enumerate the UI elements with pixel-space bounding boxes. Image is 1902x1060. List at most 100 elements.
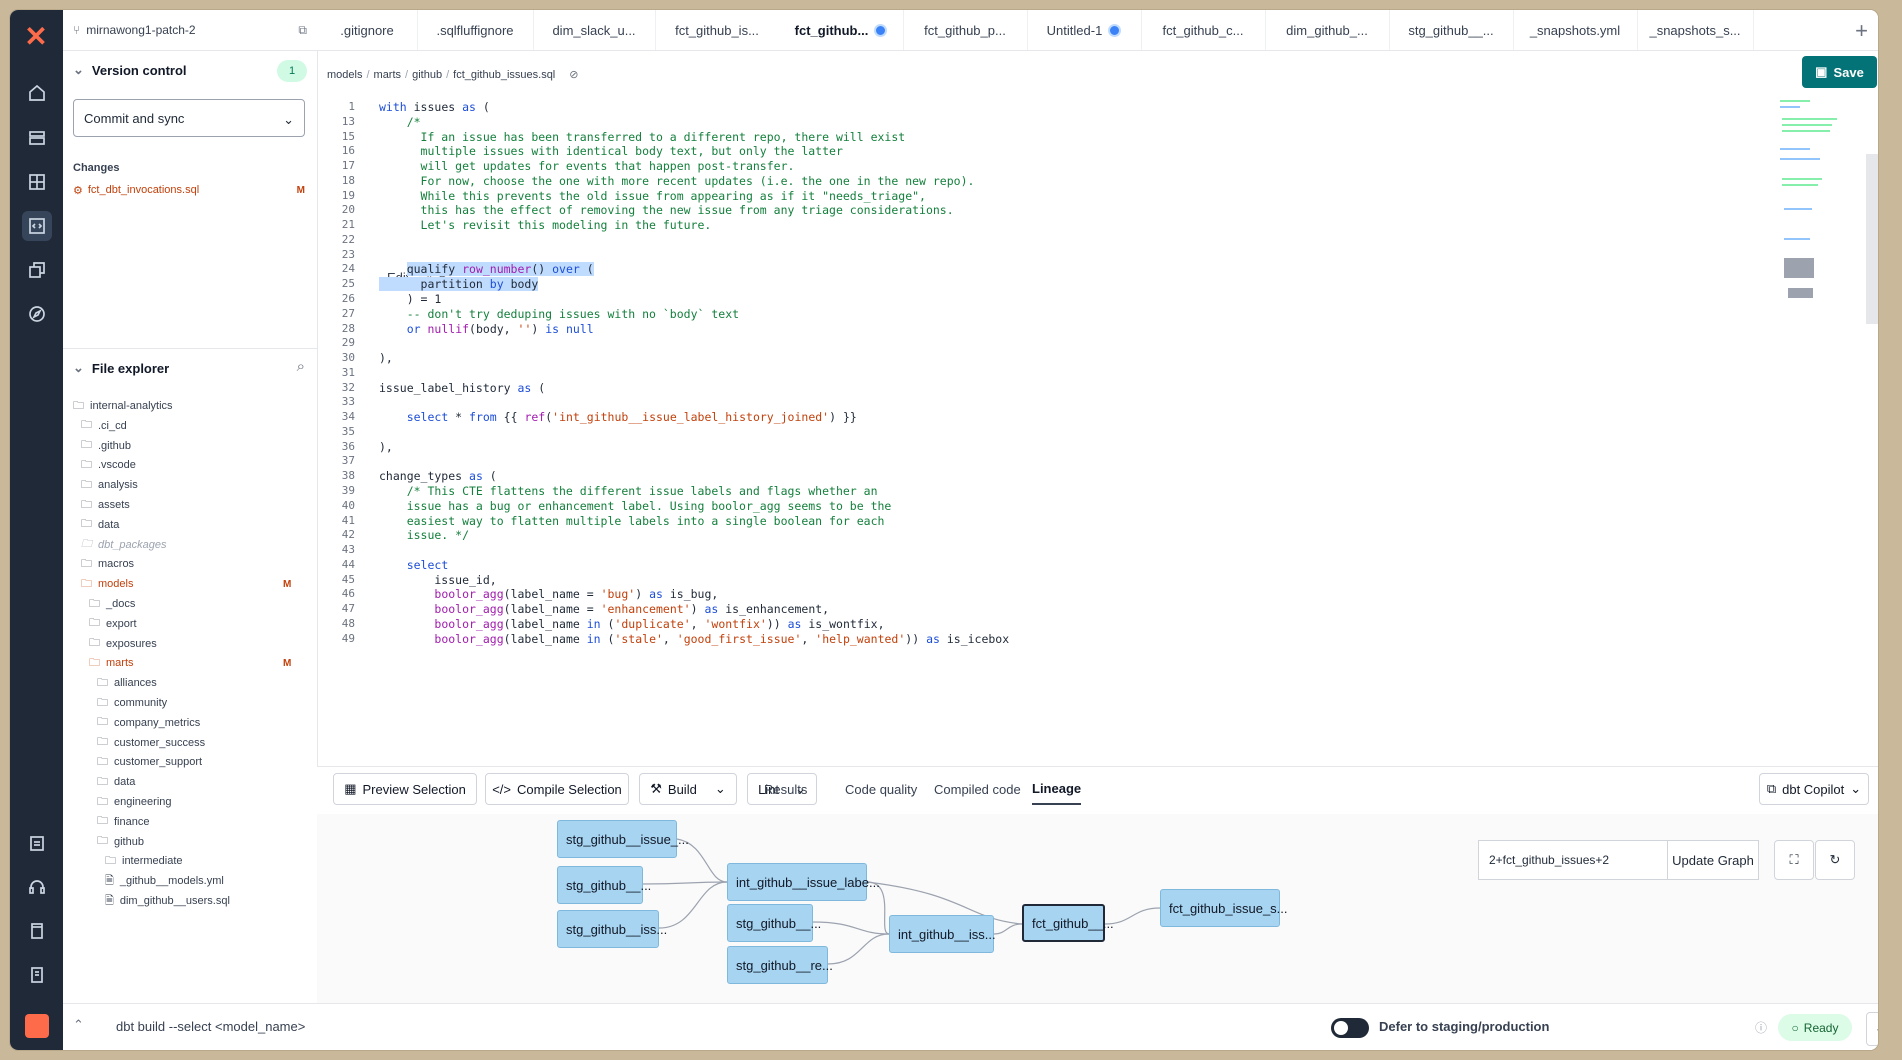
lineage-node[interactable]: stg_github__... [727,904,813,942]
editor-minimap[interactable] [1778,98,1858,318]
editor-tab[interactable]: stg_github__... [1389,10,1514,50]
command-input[interactable]: dbt build --select <model_name> [116,1019,305,1034]
breadcrumb-item[interactable]: marts [374,69,402,81]
tree-folder[interactable]: 🗀finance [97,812,149,832]
code-line[interactable]: with issues as ( [379,100,490,114]
tree-folder[interactable]: 🗀assets [81,495,130,515]
tree-folder[interactable]: 🗀customer_success [97,733,205,753]
tree-folder[interactable]: 🗀modelsM [81,574,133,594]
code-line[interactable]: issue has a bug or enhancement label. Us… [379,499,891,513]
book-icon[interactable] [22,916,52,946]
branch-name[interactable]: mirnawong1-patch-2 [86,23,195,37]
lineage-node[interactable]: stg_github__re... [727,946,828,984]
bottom-tab[interactable]: Results [764,773,807,805]
refresh-icon[interactable]: ↻ [1815,840,1855,880]
dbt-copilot-button[interactable]: ⧉dbt Copilot⌄ [1759,773,1869,805]
user-avatar[interactable] [25,1014,49,1038]
editor-tab[interactable]: .sqlfluffignore [417,10,534,50]
code-line[interactable]: boolor_agg(label_name = 'enhancement') a… [379,602,829,616]
code-line[interactable]: change_types as ( [379,469,497,483]
clipboard-icon[interactable] [22,828,52,858]
breadcrumb-item[interactable]: fct_github_issues.sql [453,69,555,81]
copy-branch-icon[interactable]: ⧉ [298,23,307,38]
editor-scrollbar[interactable] [1866,154,1878,324]
bottom-tab[interactable]: Code quality [845,773,917,805]
tree-folder[interactable]: 🗀company_metrics [97,713,200,733]
code-line[interactable]: issue_id, [379,573,497,587]
dbt-logo-icon[interactable]: ✕ [23,24,49,50]
code-line[interactable]: For now, choose the one with more recent… [379,174,974,188]
save-button[interactable]: ▣ Save [1802,56,1877,88]
code-line[interactable]: select * from {{ ref('int_github__issue_… [379,410,857,424]
tree-folder[interactable]: 🗀data [97,772,135,792]
code-line[interactable]: -- don't try deduping issues with no `bo… [379,307,739,321]
code-line[interactable]: boolor_agg(label_name in ('stale', 'good… [379,632,1009,646]
tree-folder[interactable]: 🗀internal-analytics [73,396,173,416]
code-line[interactable]: issue_label_history as ( [379,381,545,395]
code-line[interactable]: Let's revisit this modeling in the futur… [379,218,711,232]
headset-icon[interactable] [22,872,52,902]
code-line[interactable]: multiple issues with identical body text… [379,144,843,158]
code-line[interactable]: this has the effect of removing the new … [379,203,954,217]
building-icon[interactable] [22,960,52,990]
lineage-graph[interactable]: stg_github__issue_... stg_github__... st… [317,814,1878,1003]
tree-folder[interactable]: 🗀exposures [89,634,157,654]
tree-folder[interactable]: 🗀martsM [89,653,134,673]
code-line[interactable]: boolor_agg(label_name = 'bug') as is_bug… [379,587,718,601]
tree-file[interactable]: 🗎dim_github__users.sql [105,891,230,911]
editor-tab[interactable]: Untitled-1 [1027,10,1142,50]
editor-tab[interactable]: dim_github_... [1265,10,1390,50]
tree-folder[interactable]: 🗀.vscode [81,455,136,475]
preview-selection-button[interactable]: ▦Preview Selection [333,773,477,805]
code-line[interactable]: ), [379,351,393,365]
lineage-node[interactable]: stg_github__issue_... [557,820,677,858]
tree-folder[interactable]: 🗀data [81,515,119,535]
code-line[interactable]: ), [379,440,393,454]
editor-tab[interactable]: .gitignore [317,10,418,50]
lineage-node[interactable]: fct_github_issue_s... [1160,889,1280,927]
editor-tab[interactable]: _snapshots.yml [1513,10,1638,50]
bottom-tab[interactable]: Compiled code [934,773,1021,805]
ide-icon[interactable] [22,211,52,241]
tree-folder[interactable]: 🗀export [89,614,137,634]
graph-selector-input[interactable]: 2+fct_github_issues+2 [1478,840,1668,880]
breadcrumb-item[interactable]: github [412,69,442,81]
lineage-node[interactable]: int_github__iss... [889,915,994,953]
bottom-tab[interactable]: Lineage [1032,773,1081,805]
tree-folder[interactable]: 🗀.ci_cd [81,416,127,436]
tree-folder[interactable]: 🗀alliances [97,673,157,693]
code-line[interactable]: easiest way to flatten multiple labels i… [379,514,884,528]
code-line[interactable]: ) = 1 [379,292,441,306]
tree-folder[interactable]: 🗀engineering [97,792,172,812]
code-line[interactable]: /* This CTE flattens the different issue… [379,484,878,498]
fullscreen-icon[interactable]: ⛶ [1774,840,1814,880]
grid-icon[interactable] [22,167,52,197]
compass-icon[interactable] [22,299,52,329]
code-line[interactable]: or nullif(body, '') is null [379,322,594,336]
tree-folder[interactable]: 🗀_docs [89,594,135,614]
code-line[interactable]: boolor_agg(label_name in ('duplicate', '… [379,617,885,631]
lineage-node[interactable]: int_github__issue_labe... [727,863,867,901]
home-icon[interactable] [22,78,52,108]
tree-folder[interactable]: 🗀intermediate [105,851,183,871]
editor-tab[interactable]: dim_slack_u... [533,10,656,50]
code-line[interactable]: qualify row_number() over ( [379,262,594,276]
code-line[interactable]: issue. */ [379,528,469,542]
search-icon[interactable]: ⌕ [297,358,305,375]
editor-tab[interactable]: fct_github_c... [1141,10,1266,50]
tree-folder[interactable]: 🗀github [97,832,144,852]
tree-folder[interactable]: 🗀community [97,693,167,713]
version-control-header[interactable]: ⌄ Version control [73,62,187,78]
tree-folder[interactable]: 🗀.github [81,436,131,456]
help-icon[interactable]: ⓘ [1755,1019,1767,1036]
tree-folder[interactable]: 🗀customer_support [97,752,202,772]
code-editor[interactable]: Edit ⌘ B 1with issues as (13 /*15 If an … [317,94,1878,766]
code-line[interactable]: select [379,558,448,572]
code-line[interactable]: /* [379,115,421,129]
lineage-node[interactable]: stg_github__... [557,866,643,904]
editor-tab[interactable]: fct_github... [779,10,904,50]
lineage-node-selected[interactable]: fct_github__... [1022,904,1105,942]
compile-selection-button[interactable]: </>Compile Selection [485,773,629,805]
code-line[interactable]: If an issue has been transferred to a di… [379,130,905,144]
catalog-icon[interactable] [22,123,52,153]
